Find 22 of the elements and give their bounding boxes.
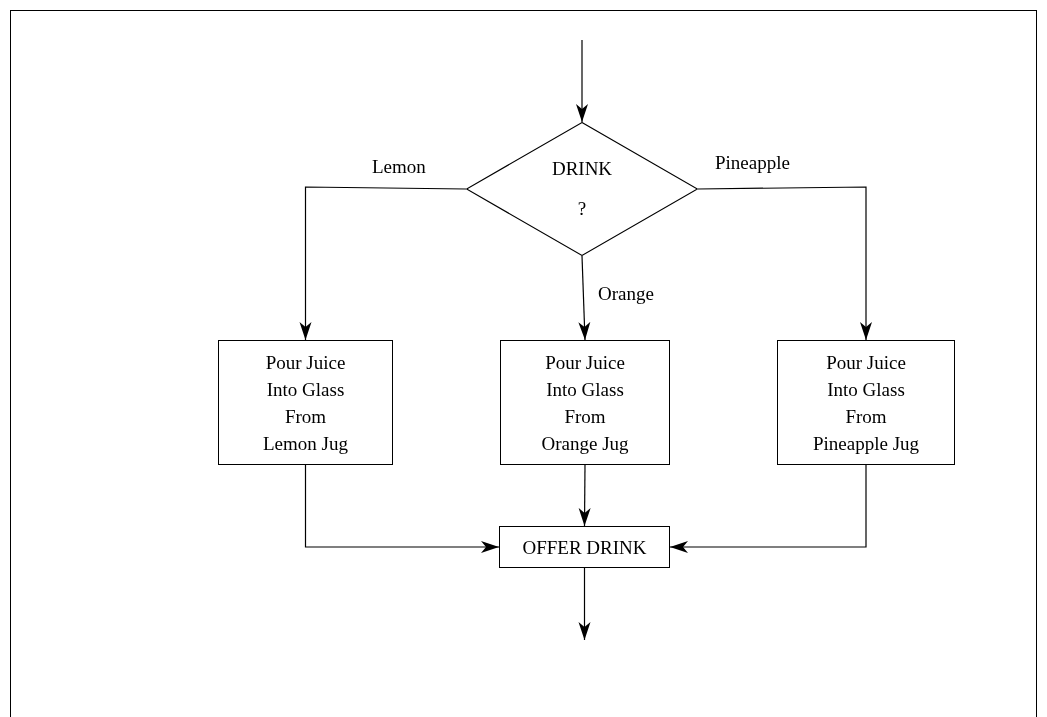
edge-label: Lemon	[372, 155, 426, 179]
process-box	[500, 340, 670, 465]
node-text: DRINK	[551, 157, 613, 181]
edge-label: Orange	[598, 282, 654, 306]
arrow	[669, 464, 867, 553]
arrow	[578, 255, 591, 341]
process-box	[499, 526, 670, 568]
node-text: OFFER DRINK	[522, 535, 647, 560]
process-box	[218, 340, 393, 465]
decision-diamond	[466, 122, 698, 256]
process-box	[777, 340, 955, 465]
node-text: Pour Juice Into Glass From Lemon Jug	[262, 350, 349, 456]
node-text: ?	[577, 197, 587, 221]
arrow	[576, 39, 588, 123]
arrow	[697, 186, 872, 341]
node-text: Pour Juice Into Glass From Pineapple Jug	[811, 350, 921, 456]
arrow	[304, 464, 500, 553]
arrow	[578, 567, 591, 641]
arrow	[578, 464, 591, 527]
edge-label: Pineapple	[715, 151, 790, 175]
arrow	[299, 186, 467, 341]
node-text: Pour Juice Into Glass From Orange Jug	[540, 350, 630, 456]
